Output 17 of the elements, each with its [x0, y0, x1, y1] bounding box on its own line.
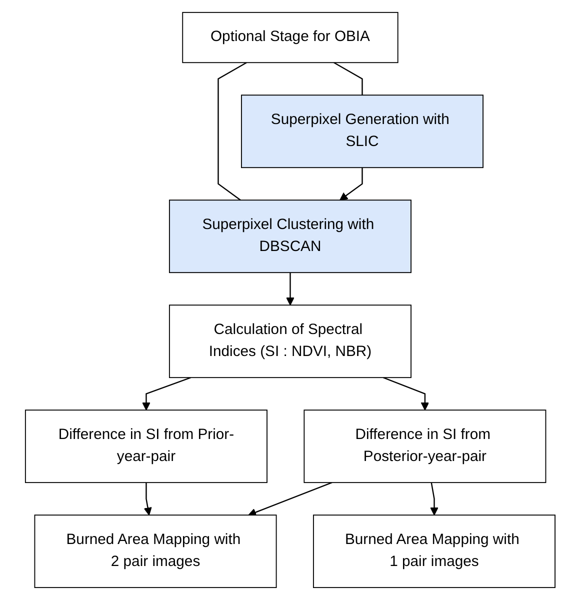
node-box: Burned Area Mapping with 1 pair images: [312, 514, 556, 588]
node-box: Difference in SI from Prior-year-pair: [24, 409, 268, 483]
node-box: Optional Stage for OBIA: [182, 11, 398, 63]
connector: [333, 62, 363, 95]
node-box: Calculation of Spectral Indices (SI : NDVI, NBR): [168, 304, 412, 378]
arrow: [382, 376, 429, 410]
node-box: Difference in SI from Posterior-year-pair: [303, 409, 546, 483]
node-box: Burned Area Mapping with 2 pair images: [34, 514, 277, 588]
arrow: [430, 482, 438, 515]
arrow: [248, 482, 332, 516]
arrow: [286, 272, 294, 305]
connector: [217, 62, 247, 200]
node-box: Superpixel Generation with SLIC: [240, 94, 484, 168]
arrow: [142, 376, 191, 410]
arrow: [339, 167, 363, 200]
arrow: [144, 482, 152, 515]
node-box: Superpixel Clustering with DBSCAN: [168, 199, 412, 273]
